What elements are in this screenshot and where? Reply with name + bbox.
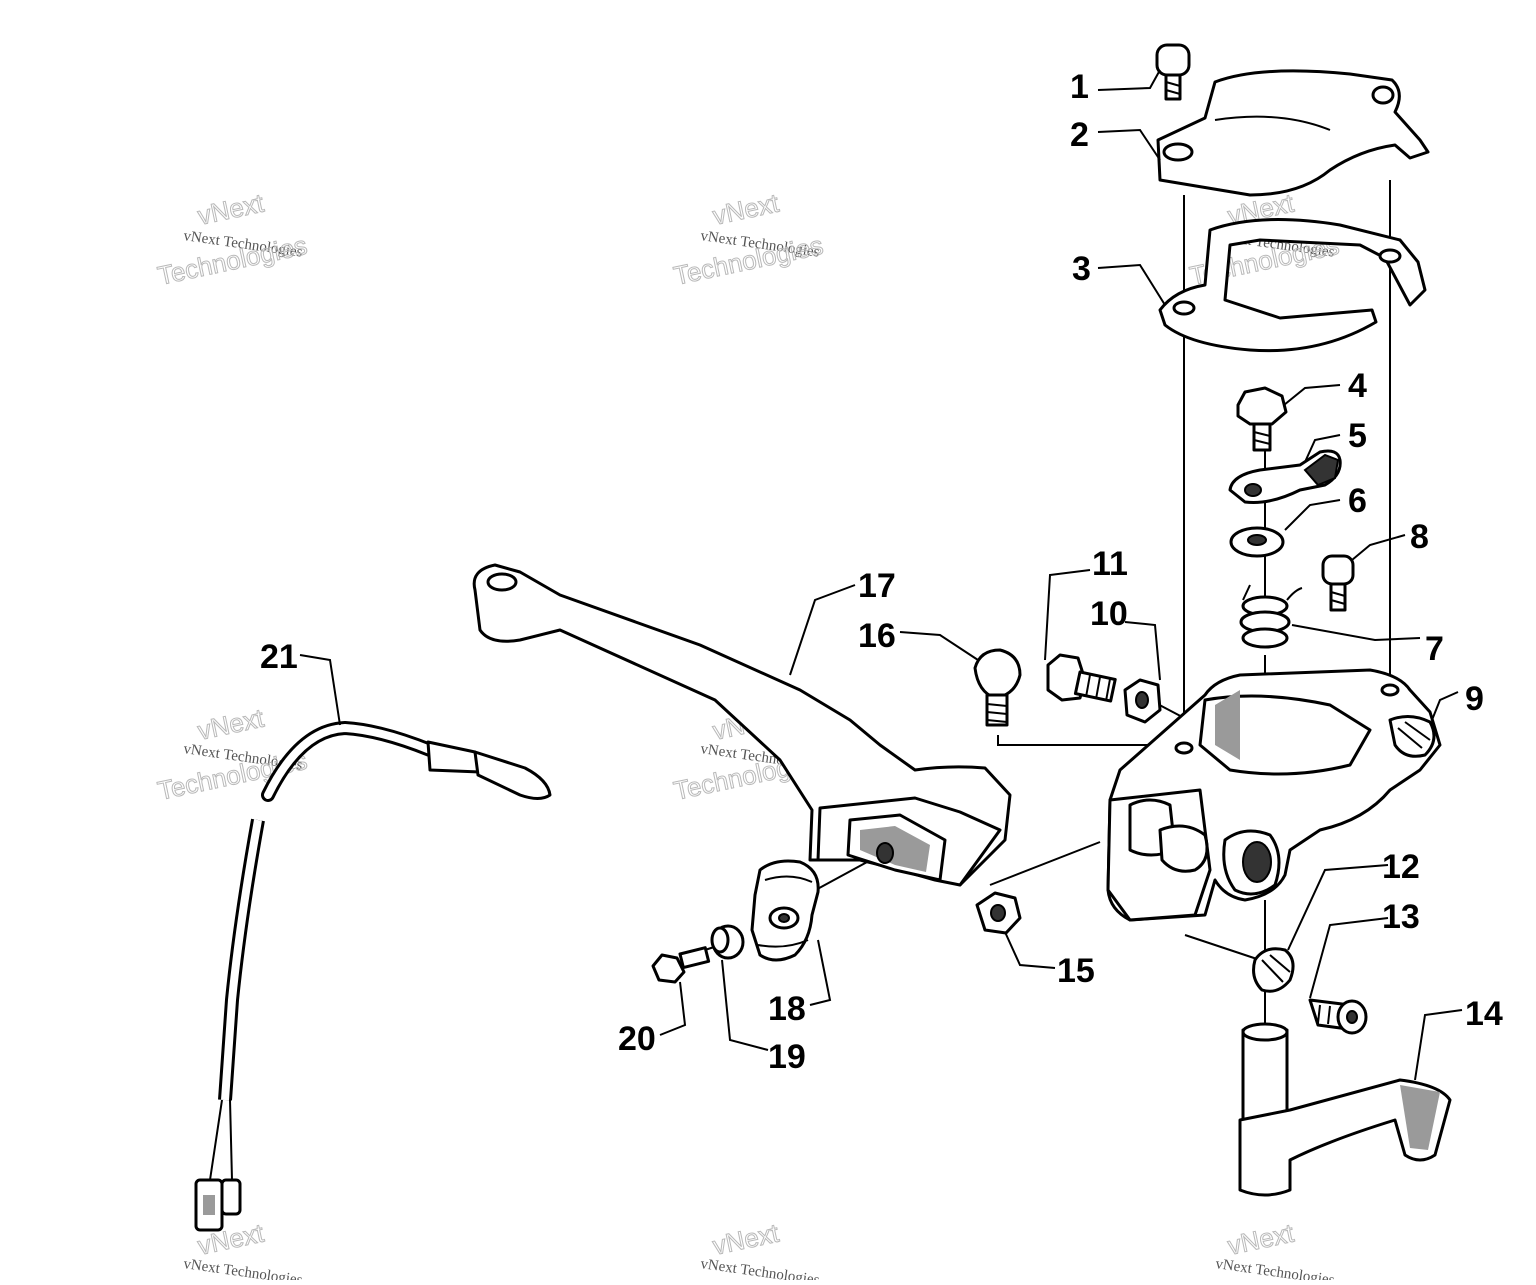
callout-20: 20 xyxy=(618,1020,656,1058)
part-15-nut xyxy=(975,891,1022,935)
svg-text:vNext: vNext xyxy=(195,188,267,231)
part-9-master-cylinder xyxy=(1106,668,1442,922)
watermark-bottom-right: vNext vNext Technologies xyxy=(1214,1217,1335,1285)
part-20-screw xyxy=(651,946,711,984)
part-17-brake-lever xyxy=(472,563,1012,887)
part-4-bolt xyxy=(1236,386,1288,452)
part-8-screw xyxy=(1321,554,1355,612)
part-1-screw xyxy=(1155,43,1191,101)
svg-text:vNext Technologies: vNext Technologies xyxy=(1214,1256,1335,1280)
callout-19: 19 xyxy=(768,1038,806,1076)
callout-10: 10 xyxy=(1090,595,1128,633)
callout-8: 8 xyxy=(1410,518,1429,556)
part-13-bolt xyxy=(1308,998,1368,1035)
callout-17: 17 xyxy=(858,567,896,605)
callout-9: 9 xyxy=(1465,680,1484,718)
part-6-washer xyxy=(1229,526,1285,558)
callout-18: 18 xyxy=(768,990,806,1028)
callout-11: 11 xyxy=(1092,545,1128,583)
callout-7: 7 xyxy=(1425,630,1444,668)
part-14-mirror-bracket xyxy=(1238,1022,1452,1197)
callout-4: 4 xyxy=(1348,367,1367,405)
callout-1: 1 xyxy=(1070,68,1089,106)
part-21-brake-switch-harness xyxy=(194,720,552,1232)
svg-text:vNext Technologies: vNext Technologies xyxy=(182,1256,303,1280)
part-3-gasket xyxy=(1158,218,1427,353)
callout-12: 12 xyxy=(1382,848,1420,886)
svg-text:vNext Technologies: vNext Technologies xyxy=(699,1256,820,1280)
callout-5: 5 xyxy=(1348,417,1367,455)
part-19-collar xyxy=(710,924,745,960)
svg-text:vNext: vNext xyxy=(195,703,267,746)
part-7-spring xyxy=(1239,584,1303,649)
svg-text:vNext: vNext xyxy=(710,1218,782,1261)
watermark-bottom-center: vNext vNext Technologies xyxy=(699,1217,820,1285)
callout-3: 3 xyxy=(1072,250,1091,288)
callout-16: 16 xyxy=(858,617,896,655)
callout-numbers: 1 2 3 4 5 6 7 8 9 10 11 12 13 14 15 16 1… xyxy=(260,68,1503,1076)
callout-2: 2 xyxy=(1070,116,1089,154)
callout-13: 13 xyxy=(1382,898,1420,936)
part-12-clamp-nut xyxy=(1252,947,1295,993)
svg-text:vNext: vNext xyxy=(1225,1218,1297,1261)
callout-leaders xyxy=(299,69,1463,1081)
part-16-bleeder-bolt xyxy=(973,648,1022,727)
watermark-top-center: vNext vNext Technologies Technologies xyxy=(671,187,827,291)
callout-6: 6 xyxy=(1348,482,1367,520)
svg-text:vNext: vNext xyxy=(710,188,782,231)
part-5-ring-terminal xyxy=(1228,449,1342,504)
part-2-clamp-cover xyxy=(1156,69,1430,197)
callout-15: 15 xyxy=(1057,952,1095,990)
callout-14: 14 xyxy=(1465,995,1503,1033)
watermark-top-left: vNext vNext Technologies Technologies xyxy=(155,187,311,291)
part-11-pivot-bolt xyxy=(1046,653,1117,703)
callout-21: 21 xyxy=(260,638,298,676)
part-18-adjuster-block xyxy=(750,859,820,962)
part-10-nut xyxy=(1123,678,1162,724)
